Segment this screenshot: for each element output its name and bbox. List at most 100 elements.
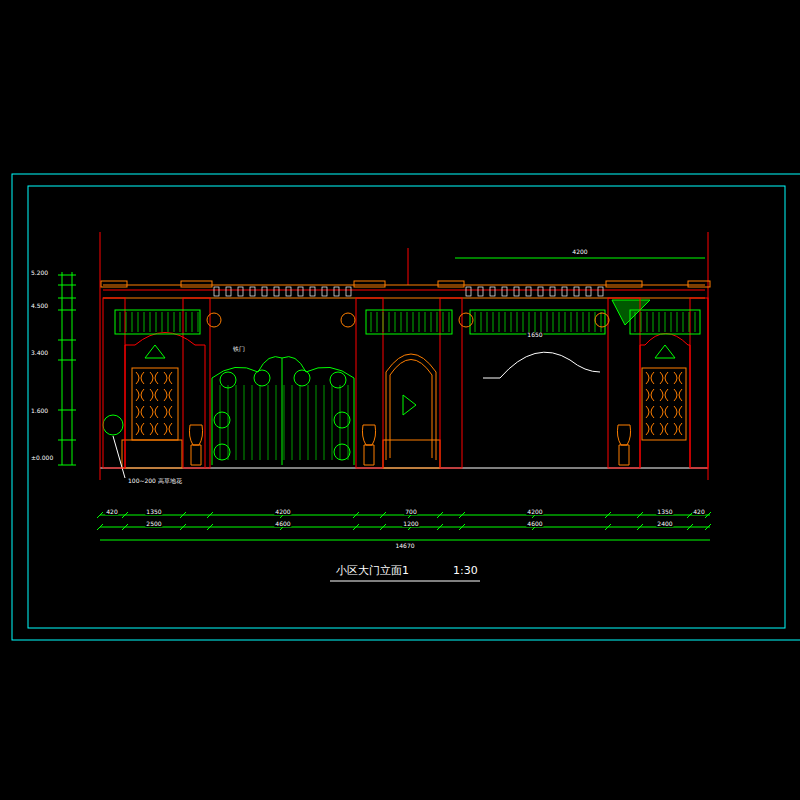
pergola-slat [502, 287, 507, 296]
railing-bar [553, 312, 554, 332]
railing-bar [523, 312, 524, 332]
lattice-scroll [660, 406, 668, 418]
pergola-slat [526, 287, 531, 296]
railing-bar [138, 312, 139, 332]
outer-frame [12, 174, 800, 640]
dimension-text: 14670 [394, 543, 415, 549]
dimension-line [62, 272, 63, 465]
railing-bar [577, 312, 578, 332]
dimension-text: 2500 [145, 521, 162, 527]
dimension-tick [58, 465, 76, 466]
scale-caption: 1:30 [452, 565, 479, 576]
lattice-scroll [150, 423, 158, 435]
railing-bar [120, 312, 121, 332]
railing-bar [425, 312, 426, 332]
pergola-slat [466, 287, 471, 296]
dimension-tick [437, 512, 443, 518]
railing-bar [168, 312, 169, 332]
railing-bar [659, 312, 660, 332]
pergola-slat [514, 287, 519, 296]
vase [189, 425, 202, 465]
dimension-tick [380, 524, 386, 530]
gate-bar [340, 385, 341, 460]
gate-bar [308, 385, 309, 460]
dimension-tick [58, 410, 76, 411]
shrub-symbol [103, 415, 123, 435]
gate-bar [228, 385, 229, 460]
callout-text: 100~200 高草地花 [127, 478, 183, 484]
dimension-tick [705, 512, 711, 518]
dimension-text: 420 [692, 509, 705, 515]
dimension-text: 4.500 [30, 303, 49, 309]
railing-bar [475, 312, 476, 332]
dimension-text: 1.600 [30, 408, 49, 414]
railing-bar [487, 312, 488, 332]
dimension-tick [180, 512, 186, 518]
dimension-text: 5.200 [30, 270, 49, 276]
title-underline [330, 581, 480, 582]
vase [617, 425, 630, 465]
pergola-slat [586, 287, 591, 296]
dimension-tick [58, 275, 76, 276]
dimension-text: 4200 [526, 509, 543, 515]
lattice-scroll [136, 423, 144, 435]
dimension-tick [58, 298, 76, 299]
dimension-tick [353, 512, 359, 518]
railing-bar [395, 312, 396, 332]
railing-bar [377, 312, 378, 332]
railing-bar [192, 312, 193, 332]
axis-line [100, 232, 101, 480]
pergola-slat [322, 287, 327, 296]
railing-bar [493, 312, 494, 332]
dimension-tick [207, 524, 213, 530]
railing-bar [677, 312, 678, 332]
railing-bar [449, 312, 450, 332]
pillar [608, 298, 640, 468]
pergola-slat [598, 287, 603, 296]
railing-bar [162, 312, 163, 332]
railing-bar [653, 312, 654, 332]
wall-base [122, 440, 182, 468]
pergola-slat [250, 287, 255, 296]
vase [362, 425, 375, 465]
dimension-text: 700 [404, 509, 417, 515]
railing-bar [571, 312, 572, 332]
gate-bar [348, 385, 349, 460]
lattice-scroll [660, 423, 668, 435]
railing-bar [683, 312, 684, 332]
gate-bar [236, 385, 237, 460]
scroll-bracket [341, 313, 355, 327]
gate-scroll [334, 444, 350, 460]
lattice-scroll [150, 389, 158, 401]
ornament [655, 345, 675, 358]
gate-scroll [214, 412, 230, 428]
pillar-cap [181, 281, 212, 287]
dimension-tick [380, 512, 386, 518]
lattice-scroll [164, 372, 172, 384]
door-step [383, 440, 440, 468]
dimension-tick [637, 512, 643, 518]
railing [630, 310, 700, 334]
dimension-tick [605, 524, 611, 530]
railing-bar [535, 312, 536, 332]
dimension-tick [58, 440, 76, 441]
railing-bar [529, 312, 530, 332]
dimension-tick [97, 524, 103, 530]
pergola-slat [310, 287, 315, 296]
lattice-scroll [150, 406, 158, 418]
lattice-scroll [164, 406, 172, 418]
gate-scroll [220, 372, 236, 388]
ornament [145, 345, 165, 358]
opening-arch [483, 352, 600, 378]
pergola-slat [334, 287, 339, 296]
lattice-scroll [646, 406, 654, 418]
railing-bar [583, 312, 584, 332]
gate-scroll [294, 370, 310, 386]
dimension-tick [58, 340, 76, 341]
gate-bar [252, 385, 253, 460]
railing-bar [198, 312, 199, 332]
beam-line [103, 285, 705, 286]
pillar-cap [354, 281, 385, 287]
dimension-line [455, 258, 705, 259]
dimension-tick [459, 524, 465, 530]
